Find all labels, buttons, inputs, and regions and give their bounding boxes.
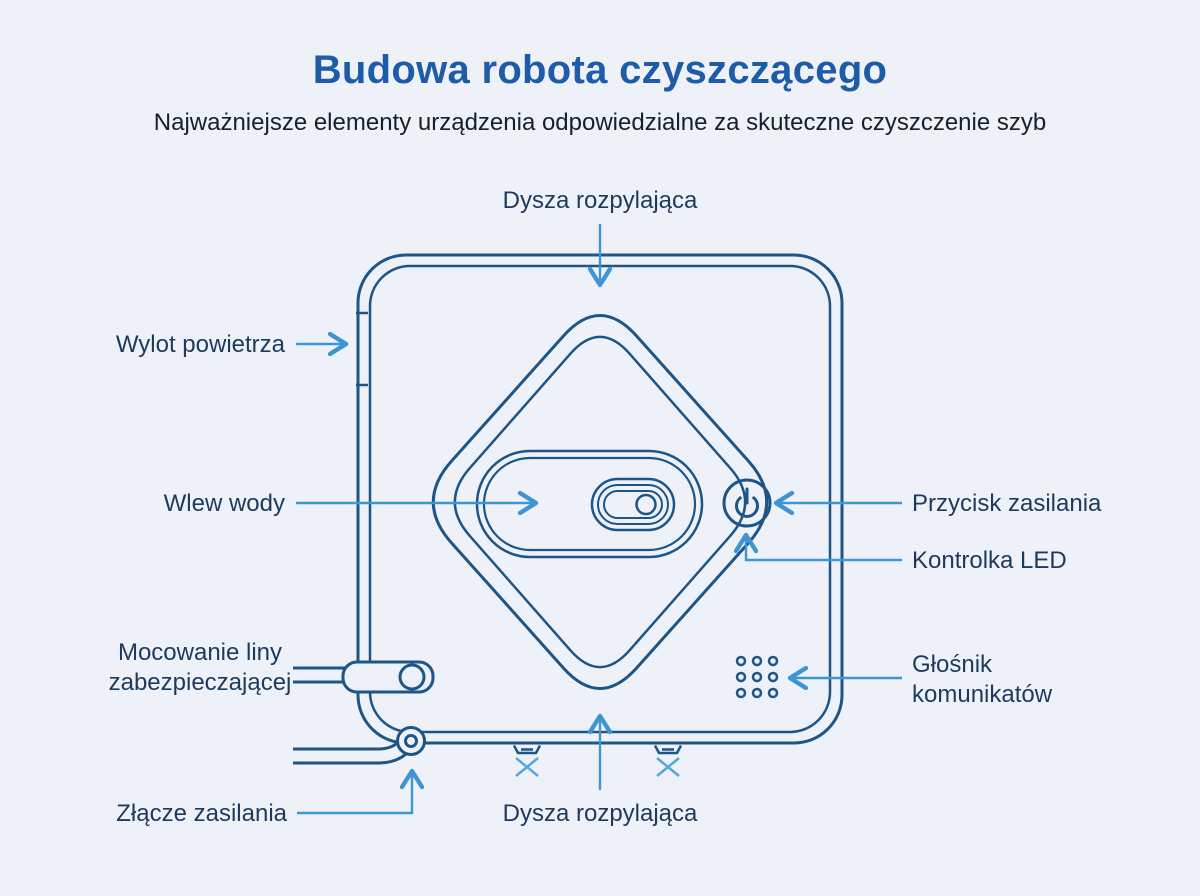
rope-mount-icon [293,660,435,694]
label-led-indicator: Kontrolka LED [912,547,1067,574]
power-connector-arrow-icon [297,773,412,815]
label-rope-mount: Mocowanie liny zabezpieczającej [109,638,292,698]
page-subtitle: Najważniejsze elementy urządzenia odpowi… [153,109,1047,136]
speaker-grid-icon [735,655,779,699]
spray-nozzle-left-icon [512,744,542,777]
label-air-outlet: Wylot powietrza [115,331,285,358]
led-indicator-arrow-icon [746,537,902,562]
air-vent-icon [356,311,368,387]
label-nozzle-top: Dysza rozpylająca [502,187,698,214]
power-cable-icon [293,726,426,765]
spray-nozzle-right-icon [653,744,683,777]
page-title: Budowa robota czyszczącego [312,48,888,92]
label-water-inlet: Wlew wody [163,490,285,517]
label-speaker-line1: Głośnik [912,651,993,678]
label-rope-mount-line2: zabezpieczającej [108,669,292,696]
label-speaker: Głośnik komunikatów [912,650,1052,710]
label-power-connector: Złącze zasilania [116,800,287,827]
label-speaker-line2: komunikatów [912,681,1053,708]
label-power-button: Przycisk zasilania [912,490,1102,517]
water-inlet-cap-icon [590,477,676,532]
power-button-icon [722,478,772,528]
label-rope-mount-line1: Mocowanie liny [117,639,283,666]
label-nozzle-bottom: Dysza rozpylająca [502,800,698,827]
top-plate-diamond [431,314,769,690]
